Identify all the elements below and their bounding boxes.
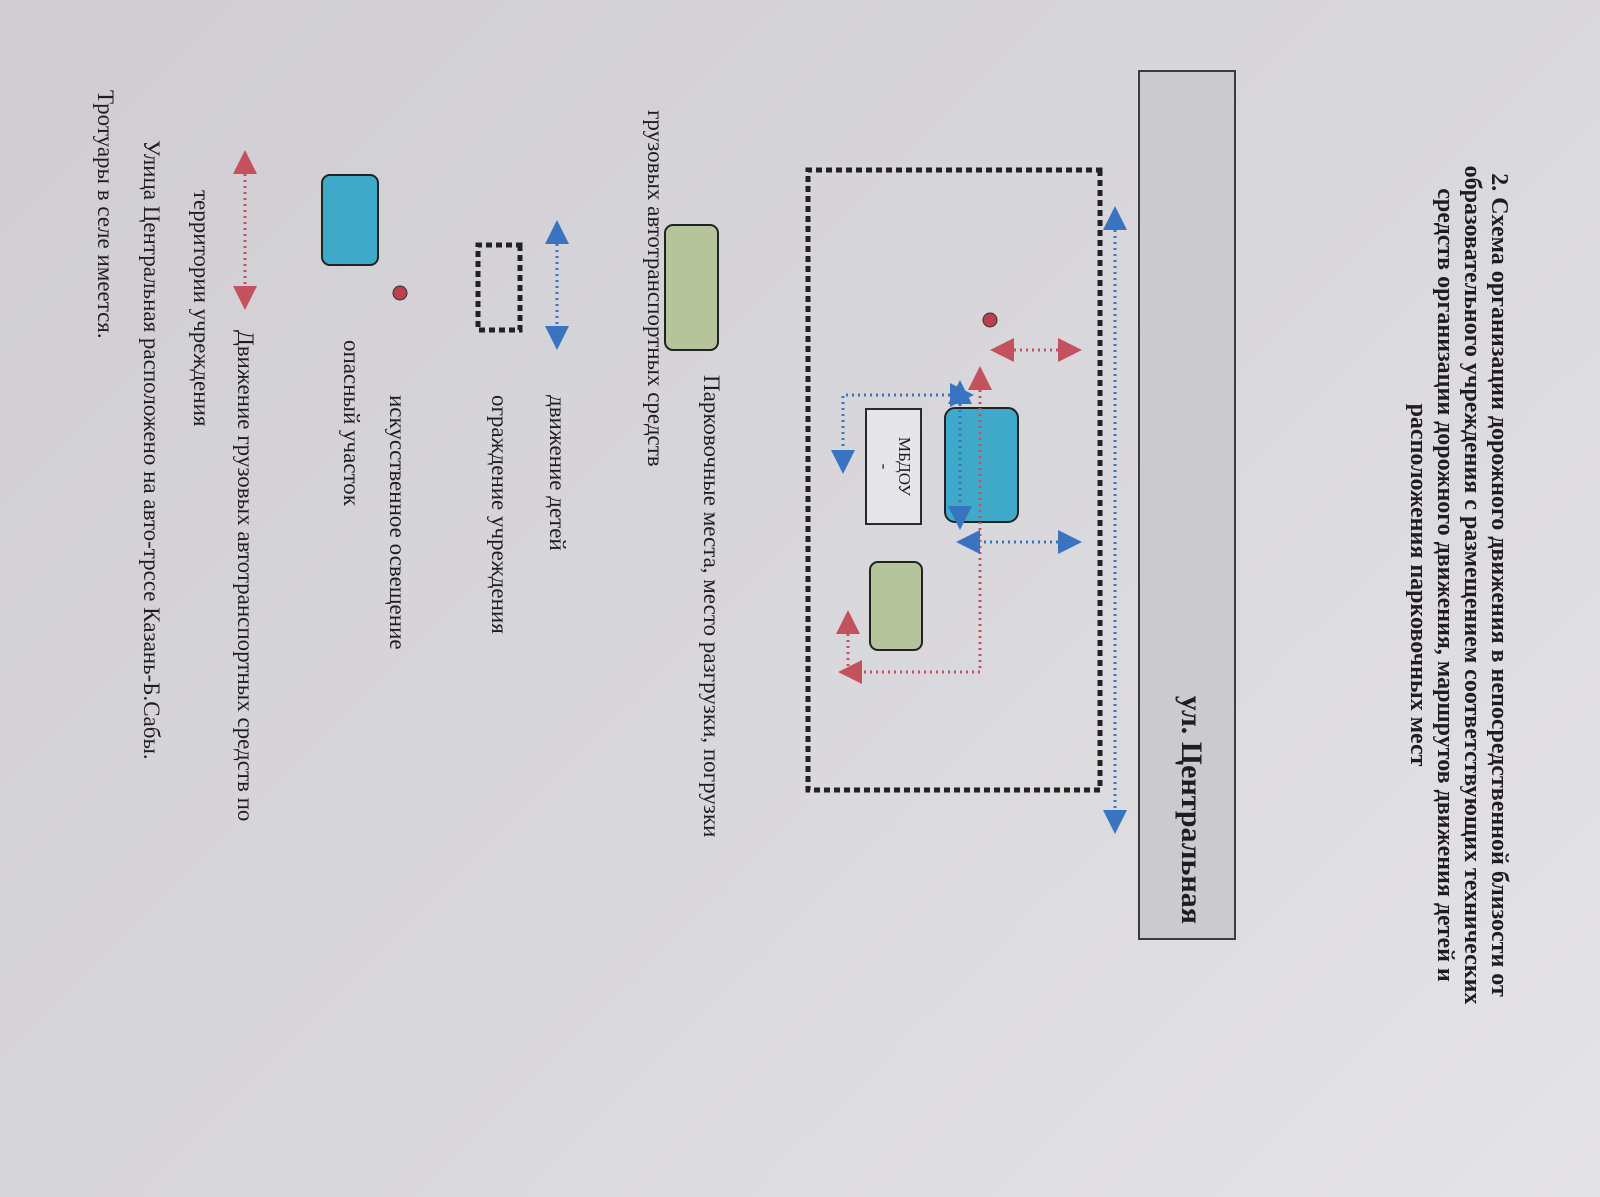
legend-danger-text: опасный участок [339,340,364,506]
legend-parking-text-2: грузовых автотранспортных средств [643,110,668,467]
truck-route-arrow [838,366,992,684]
note-street: Улица Центральная расположено на авто-тр… [139,140,164,760]
legend-truck-text: Движение грузовых автотранспортных средс… [233,330,258,822]
building-mbdou: МБДОУ - [865,408,922,525]
legend-children-text: движение детей [545,395,570,551]
legend-parking-text: Парковочные места, место разгрузки, погр… [699,375,724,838]
legend-truck-text-2: территории учреждения [189,190,214,427]
institution-fence [805,167,1103,793]
children-route-arrow [831,383,974,474]
legend-parking-icon [664,224,719,351]
legend-fence-text: ограждение учреждения [487,395,512,634]
building-sublabel: - [875,463,894,470]
legend-danger-icon [321,174,379,266]
street-light-icon [982,312,998,328]
note-sidewalks: Тротуары в селе имеется. [93,90,118,339]
parking-area [869,561,923,651]
building-label: МБДОУ [895,436,914,497]
legend-light-icon [392,285,408,301]
legend-fence-icon [475,242,523,333]
legend-light-text: искусственное освещение [385,395,410,650]
